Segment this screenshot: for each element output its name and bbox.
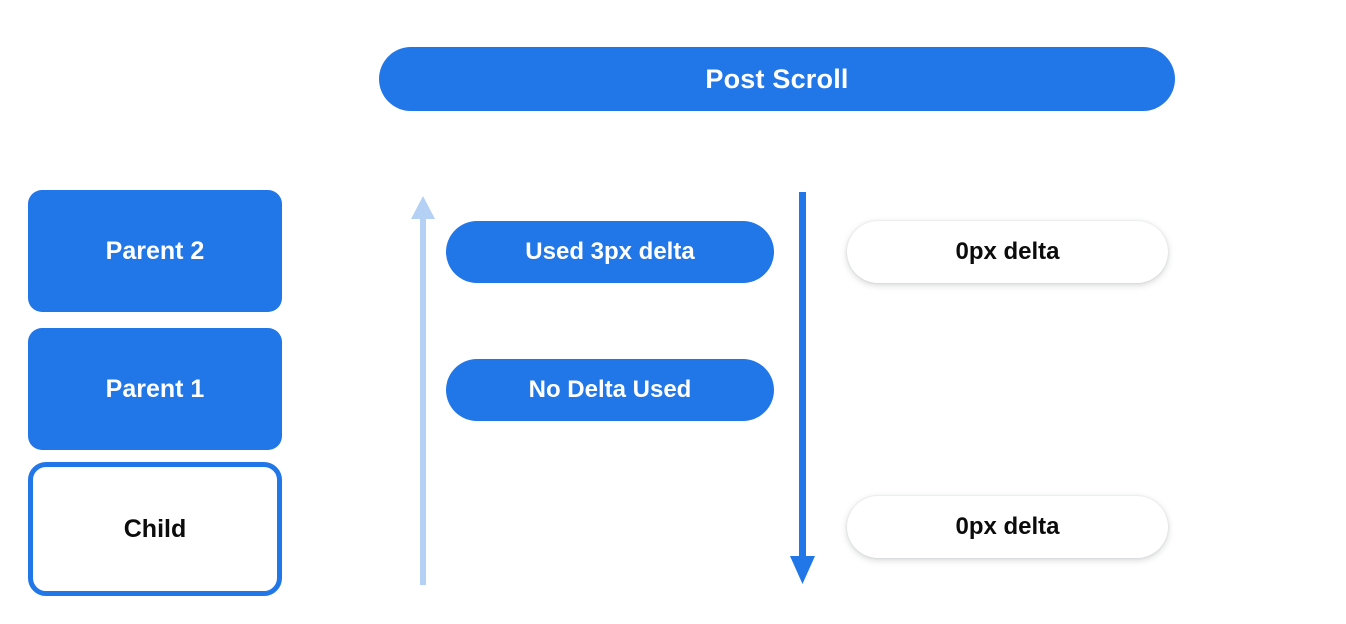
delta-pill-label: No Delta Used	[528, 376, 692, 403]
result-pill-top: 0px delta	[847, 221, 1168, 283]
scroll-propagation-up-arrow	[411, 196, 435, 585]
stack-box-label: Parent 2	[105, 236, 205, 265]
post-scroll-banner: Post Scroll	[379, 47, 1175, 111]
result-pill-bottom: 0px delta	[847, 496, 1168, 558]
delta-pill-label: Used 3px delta	[525, 238, 695, 265]
scroll-propagation-down-arrow	[790, 192, 815, 584]
result-pill-label: 0px delta	[955, 238, 1060, 265]
stack-box-parent-1: Parent 1	[28, 328, 282, 450]
delta-pill-no-delta-used: No Delta Used	[446, 359, 774, 421]
banner-title: Post Scroll	[705, 63, 849, 94]
stack-box-label: Parent 1	[105, 374, 205, 403]
stack-box-parent-2: Parent 2	[28, 190, 282, 312]
result-pill-label: 0px delta	[955, 513, 1060, 540]
delta-pill-used-3px: Used 3px delta	[446, 221, 774, 283]
stack-box-child: Child	[28, 462, 282, 596]
stack-box-label: Child	[123, 514, 187, 543]
